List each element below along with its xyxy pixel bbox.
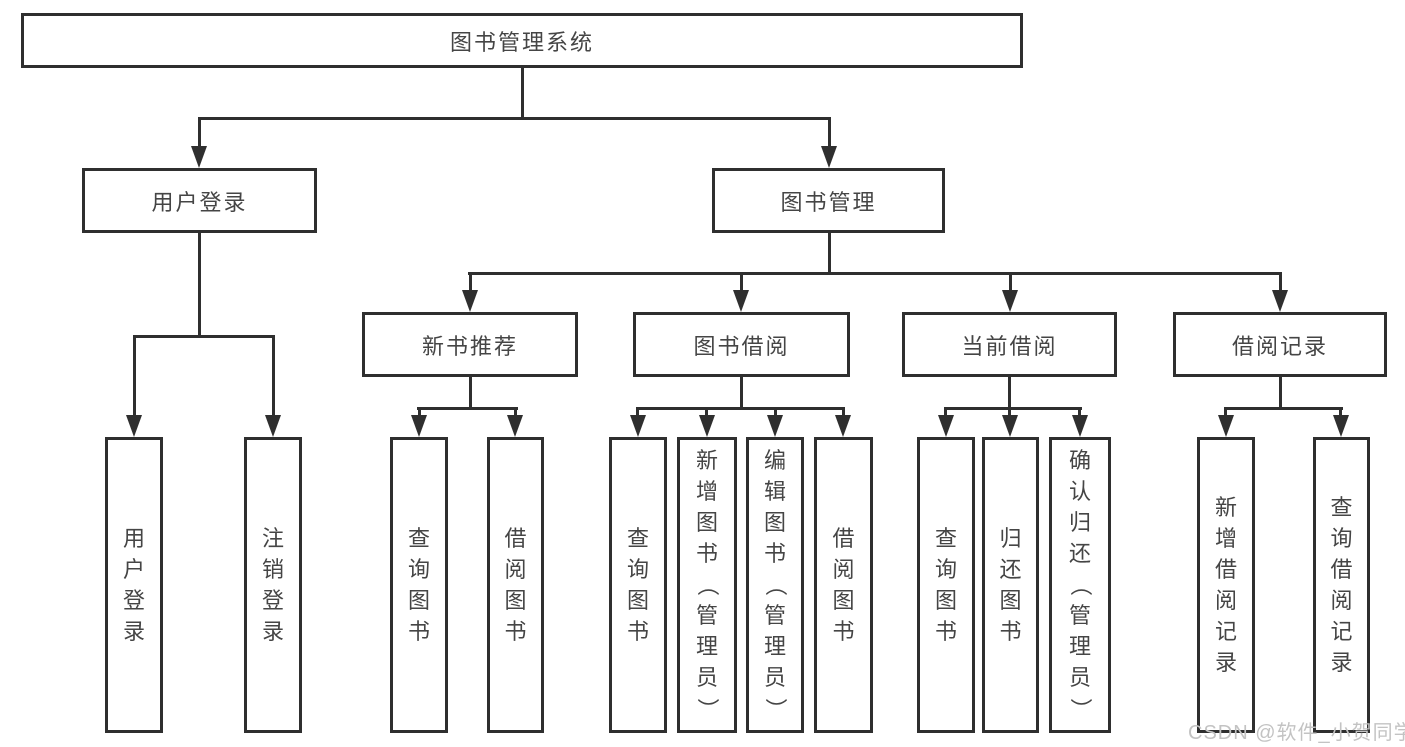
line-borrow-down <box>740 377 743 410</box>
line-to-book-management <box>828 117 831 148</box>
leaf-borrow-books-rec: 借阅图书 <box>487 437 544 733</box>
arrow-down-icon <box>1218 415 1234 437</box>
leaf-add-book-admin: 新增图书（管理员） <box>677 437 737 733</box>
arrow-down-icon <box>821 146 837 168</box>
line-to-user-login <box>198 117 201 148</box>
arrow-down-icon <box>191 146 207 168</box>
line-current-split <box>944 407 1082 410</box>
line-borrow-child1 <box>636 407 639 417</box>
arrow-down-icon <box>1072 415 1088 437</box>
line-login-split <box>133 335 275 338</box>
line-record-child2 <box>1339 407 1342 417</box>
node-library-management-system: 图书管理系统 <box>21 13 1023 68</box>
leaf-query-books-borrow: 查询图书 <box>609 437 667 733</box>
arrow-down-icon <box>507 415 523 437</box>
leaf-return-books: 归还图书 <box>982 437 1039 733</box>
arrow-down-icon <box>1272 290 1288 312</box>
node-book-management: 图书管理 <box>712 168 945 233</box>
arrow-down-icon <box>411 415 427 437</box>
line-current-down <box>1008 377 1011 410</box>
node-borrowing-records: 借阅记录 <box>1173 312 1387 377</box>
line-login-down <box>198 233 201 336</box>
leaf-edit-book-admin: 编辑图书（管理员） <box>746 437 804 733</box>
line-rec-child1 <box>418 407 421 417</box>
line-borrow-child2 <box>705 407 708 417</box>
line-current-child1 <box>944 407 947 417</box>
arrow-down-icon <box>1002 415 1018 437</box>
leaf-query-books-current: 查询图书 <box>917 437 975 733</box>
arrow-down-icon <box>265 415 281 437</box>
node-book-borrowing: 图书借阅 <box>633 312 850 377</box>
line-rec-down <box>469 377 472 410</box>
arrow-down-icon <box>462 290 478 312</box>
leaf-query-books-rec: 查询图书 <box>390 437 448 733</box>
line-rec-child2 <box>514 407 517 417</box>
line-to-new-recommend <box>469 272 472 292</box>
line-mgmt-split <box>468 272 1282 275</box>
arrow-down-icon <box>835 415 851 437</box>
line-to-book-borrowing <box>740 272 743 292</box>
line-record-down <box>1279 377 1282 410</box>
line-record-child1 <box>1224 407 1227 417</box>
line-to-current-borrowing <box>1009 272 1012 292</box>
arrow-down-icon <box>630 415 646 437</box>
arrow-down-icon <box>1333 415 1349 437</box>
leaf-confirm-return-admin: 确认归还（管理员） <box>1049 437 1111 733</box>
line-borrow-child4 <box>842 407 845 417</box>
line-root-down <box>521 68 524 118</box>
leaf-user-login: 用户登录 <box>105 437 163 733</box>
leaf-query-borrow-record: 查询借阅记录 <box>1313 437 1370 733</box>
arrow-down-icon <box>733 290 749 312</box>
arrow-down-icon <box>767 415 783 437</box>
node-user-login: 用户登录 <box>82 168 317 233</box>
leaf-borrow-books: 借阅图书 <box>814 437 873 733</box>
node-new-book-recommend: 新书推荐 <box>362 312 578 377</box>
arrow-down-icon <box>938 415 954 437</box>
line-to-leaf-logout <box>272 335 275 417</box>
leaf-logout: 注销登录 <box>244 437 302 733</box>
line-current-child3 <box>1078 407 1081 417</box>
line-rec-split <box>417 407 518 410</box>
line-to-leaf-user-login <box>133 335 136 417</box>
line-current-child2 <box>1008 407 1011 417</box>
arrow-down-icon <box>699 415 715 437</box>
line-borrow-split <box>636 407 845 410</box>
line-borrow-child3 <box>774 407 777 417</box>
csdn-watermark: CSDN @软件_小贺同学 <box>1188 722 1405 744</box>
node-current-borrowing: 当前借阅 <box>902 312 1117 377</box>
line-root-split <box>198 117 831 120</box>
leaf-add-borrow-record: 新增借阅记录 <box>1197 437 1255 733</box>
line-record-split <box>1224 407 1343 410</box>
arrow-down-icon <box>1002 290 1018 312</box>
line-to-borrowing-records <box>1279 272 1282 292</box>
arrow-down-icon <box>126 415 142 437</box>
line-mgmt-down <box>828 233 831 274</box>
